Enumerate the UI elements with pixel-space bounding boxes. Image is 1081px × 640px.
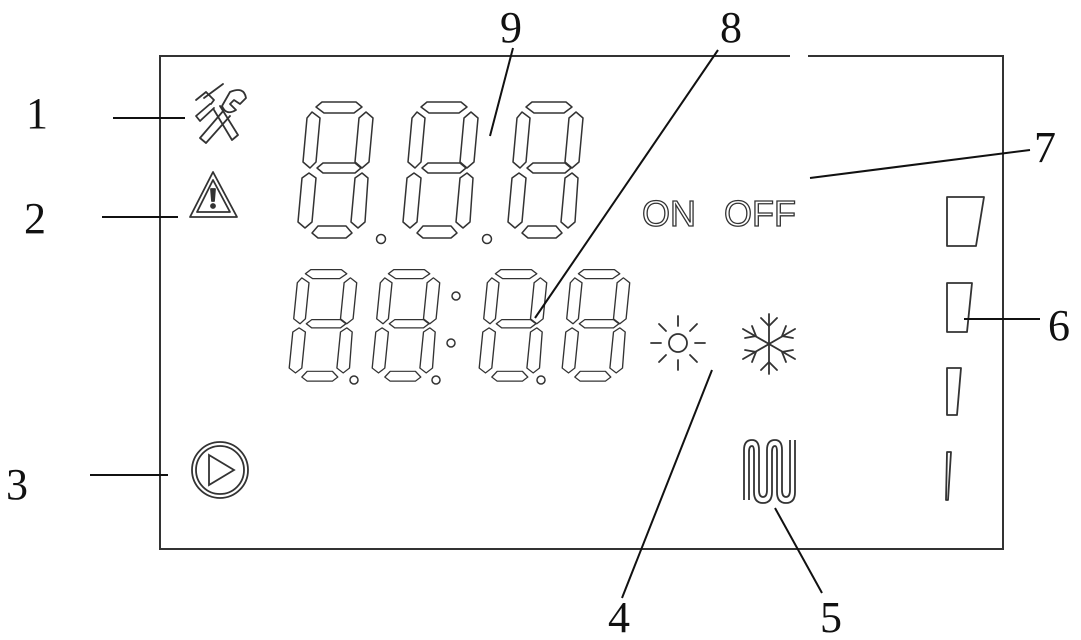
callout-2: 2 [24,194,46,243]
level-bar-2 [946,282,973,333]
on-off-text: ON OFF [641,192,796,234]
level-bar-4 [945,451,952,501]
pump-icon [191,441,249,499]
heater-icon [743,439,796,504]
colon-dot [451,291,461,301]
callout-8: 8 [720,3,742,52]
on-label: ON [642,193,696,234]
lower-digit-2 [371,268,441,382]
lower-digit-1 [288,268,358,382]
upper-digit-group [297,101,584,245]
callout-3: 3 [6,460,28,509]
callout-leaders [90,47,1040,599]
callout-9: 9 [500,3,522,52]
lower-digit-group [288,268,631,385]
upper-digit-1 [297,101,374,239]
off-label: OFF [724,193,796,234]
callout-7: 7 [1034,123,1056,172]
lower-decimal-dot [536,375,546,385]
colon-dot [446,338,456,348]
tools-icon [195,83,247,144]
snowflake-icon [742,313,796,375]
callout-numbers: 1 2 3 4 5 6 7 8 9 [6,3,1070,640]
callout-4: 4 [608,593,630,640]
upper-decimal-dot [375,233,387,245]
upper-digit-2 [402,101,479,239]
level-bar-1 [946,196,985,247]
warning-icon [189,171,238,218]
level-bars [945,196,985,501]
lcd-frame [159,55,1004,550]
lower-decimal-dot [349,375,359,385]
callout-6: 6 [1048,301,1070,350]
lower-digit-4 [561,268,631,382]
callout-5: 5 [820,593,842,640]
upper-decimal-dot [481,233,493,245]
callout-1: 1 [26,89,48,138]
sun-icon [650,315,706,371]
lower-decimal-dot [431,375,441,385]
upper-digit-3 [507,101,584,239]
lower-digit-3 [478,268,548,382]
level-bar-3 [946,367,962,416]
